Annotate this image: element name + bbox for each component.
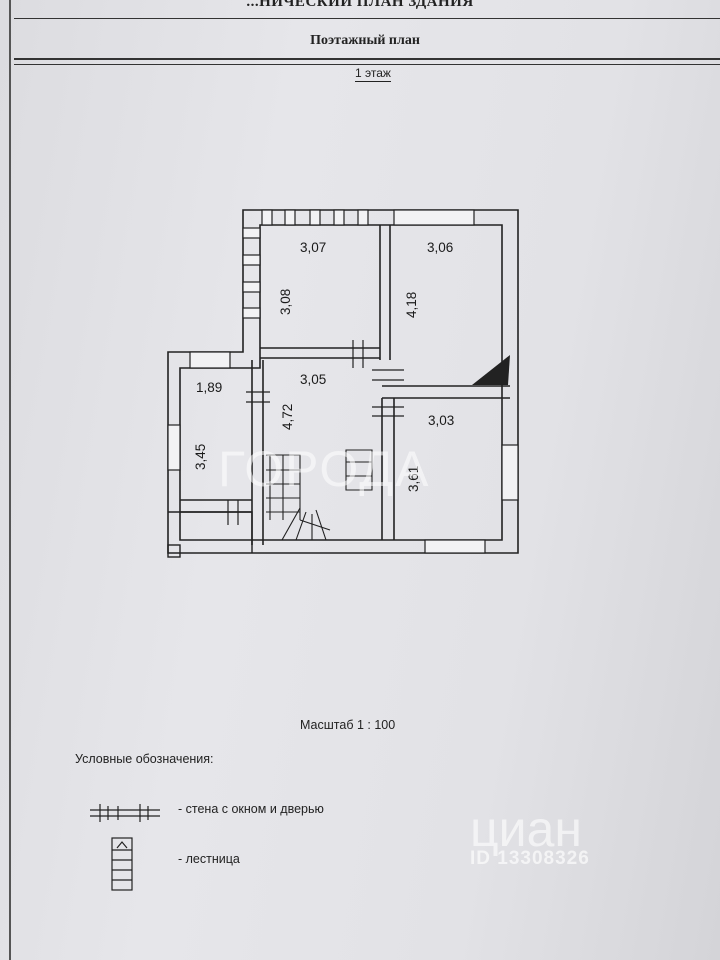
window-right-side: [501, 444, 519, 501]
header-rule-top: [14, 18, 720, 19]
legend-stair-symbol: [111, 837, 133, 891]
porch-outline: [168, 511, 253, 553]
window-mark: [284, 209, 296, 226]
room-5-height: 3,61: [406, 466, 421, 492]
legend-stair-arrow: [116, 841, 128, 849]
watermark-cian-id: ID 13308326: [470, 848, 590, 869]
window-mark: [242, 254, 261, 266]
door-mark: [372, 369, 404, 381]
floor-label: 1 этаж: [355, 66, 391, 82]
window-top-right: [393, 209, 475, 226]
door-mark: [352, 340, 364, 368]
legend-stair-label: - лестница: [178, 852, 240, 866]
window-mark: [261, 209, 273, 226]
room-2-height: 4,18: [404, 292, 419, 318]
window-left-side: [167, 424, 181, 471]
room-5-width: 3,03: [428, 413, 454, 428]
window-mark: [242, 281, 261, 293]
header-rule-bottom: [14, 64, 720, 65]
legend-stair-steps: [112, 849, 132, 881]
scale-label: Масштаб 1 : 100: [300, 718, 396, 732]
window-mark: [309, 209, 321, 226]
sheet-edge-line: [9, 0, 11, 960]
door-mark: [372, 406, 404, 417]
room-4-height: 3,45: [193, 444, 208, 470]
room-3-height: 4,72: [280, 404, 295, 430]
window-mark: [333, 209, 345, 226]
porch-post: [167, 544, 181, 558]
room-1-width: 3,07: [300, 240, 326, 255]
legend-wall-label: - стена с окном и дверью: [178, 802, 324, 816]
header-rule-middle: [14, 58, 720, 60]
legend-wall-ticks: [99, 804, 149, 822]
room-3-width: 3,05: [300, 372, 326, 387]
stair-arrow: [472, 355, 510, 385]
window-left-top: [189, 351, 231, 369]
watermark-cian: циан: [470, 801, 582, 857]
room-1-height: 3,08: [278, 289, 293, 315]
document-subheading: Поэтажный план: [310, 33, 420, 48]
window-mark: [242, 307, 261, 319]
watermark-gorod: ГОРОДА: [218, 441, 431, 497]
room-2-width: 3,06: [427, 240, 453, 255]
window-bottom: [424, 539, 486, 554]
outer-wall-inner-outline: [179, 224, 503, 541]
door-mark: [246, 391, 270, 403]
room-4-width: 1,89: [196, 380, 222, 395]
window-mark: [242, 227, 261, 239]
window-mark: [357, 209, 369, 226]
legend-title: Условные обозначения:: [75, 752, 214, 766]
staircase: [266, 449, 373, 541]
document-heading: ...НИЧЕСКИЙ ПЛАН ЗДАНИЯ: [246, 0, 474, 10]
